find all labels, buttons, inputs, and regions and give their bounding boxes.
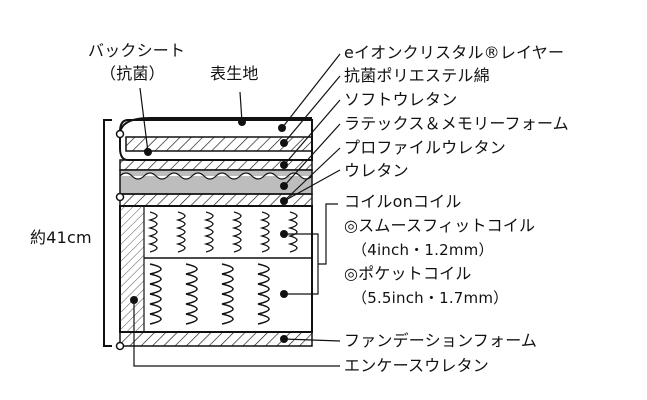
smooth-fit-coils xyxy=(147,211,298,253)
foundation-foam-layer xyxy=(119,331,313,347)
encase-urethane-wall xyxy=(119,205,145,333)
soft-urethane-layer xyxy=(125,136,313,152)
label-smooth-fit-coil: ◎スムースフィットコイル xyxy=(344,216,536,235)
label-coil-on-coil: コイルonコイル xyxy=(344,192,462,211)
surface-fabric-label: 表生地 xyxy=(210,64,259,83)
pocket-coils xyxy=(149,263,270,325)
height-bracket xyxy=(103,119,112,347)
label-latex-memory-foam: ラテックス＆メモリーフォーム xyxy=(344,114,569,133)
back-sheet-label: バックシート xyxy=(88,41,186,60)
label-soft-urethane: ソフトウレタン xyxy=(344,90,458,109)
label-encase-urethane: エンケースウレタン xyxy=(344,356,490,375)
label-pocket-coil: ◎ポケットコイル xyxy=(344,264,472,283)
label-pocket-coil-spec: （5.5inch・1.7mm） xyxy=(352,289,509,307)
label-urethane: ウレタン xyxy=(344,161,409,180)
antibacterial-label: （抗菌） xyxy=(100,64,165,83)
coil-section-box xyxy=(119,205,313,333)
height-label: 約41cm xyxy=(30,228,92,247)
label-antibacterial-polyester: 抗菌ポリエステル綿 xyxy=(344,66,490,85)
label-smooth-fit-coil-spec: （4inch・1.2mm） xyxy=(352,241,494,259)
label-foundation-foam: ファンデーションフォーム xyxy=(344,331,538,350)
label-profile-urethane: プロファイルウレタン xyxy=(344,138,507,157)
label-e-ion-crystal-layer: eイオンクリスタル®レイヤー xyxy=(344,43,565,62)
